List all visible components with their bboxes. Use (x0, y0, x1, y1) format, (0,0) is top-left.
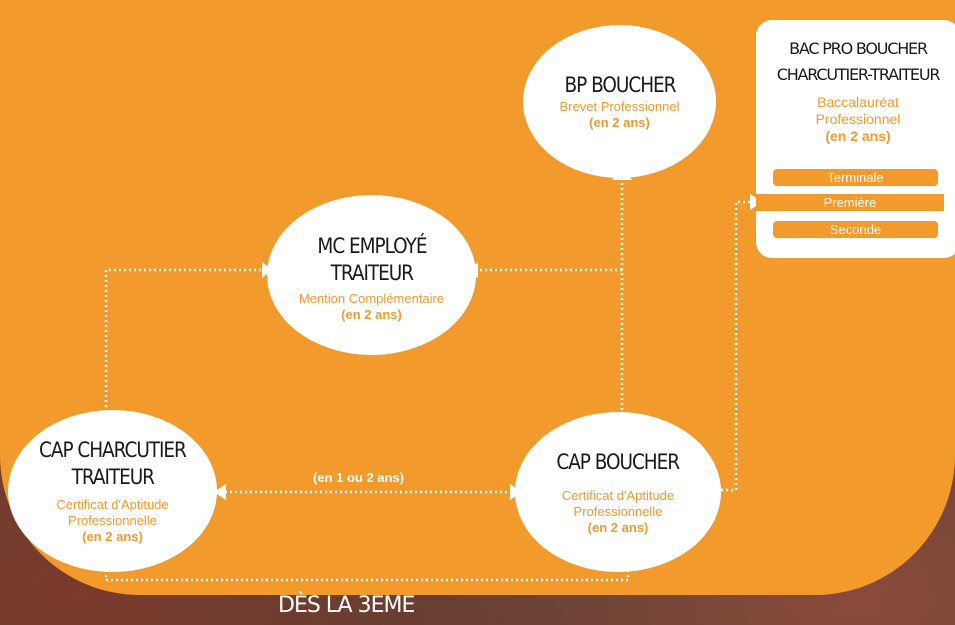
link-cap-charcutier-to-mc (104, 268, 262, 432)
node-mc-duration: (en 2 ans) (341, 307, 402, 322)
node-bac-pro-title-line1: BAC PRO BOUCHER (789, 39, 928, 58)
node-bp-boucher-duration: (en 2 ans) (589, 115, 650, 130)
node-bp-boucher-title: BP BOUCHER (564, 73, 676, 97)
node-bac-pro-subtitle-line2: Professionnel (815, 111, 901, 127)
level-terminale: Terminale (773, 169, 938, 186)
node-bp-boucher-subtitle: Brevet Professionnel (559, 99, 680, 114)
link-cap-boucher-to-mc (478, 268, 624, 420)
node-mc-title-line2: TRAITEUR (330, 261, 413, 285)
node-cap-charcutier-title-line2: TRAITEUR (71, 465, 154, 489)
node-mc-subtitle: Mention Complémentaire (298, 291, 445, 306)
arrow-into-cap-charcutier (214, 484, 226, 500)
node-cap-boucher-subtitle-line2: Professionnelle (573, 503, 663, 519)
node-cap-charcutier-title-line1: CAP CHARCUTIER (39, 438, 187, 462)
node-cap-charcutier-subtitle-line1: Certificat d'Aptitude (56, 497, 169, 512)
node-mc-employe-traiteur: MC EMPLOYÉ TRAITEUR Mention Complémentai… (267, 195, 476, 355)
node-bac-pro-subtitle-line1: Baccalauréat (817, 94, 899, 110)
node-bac-pro: BAC PRO BOUCHER CHARCUTIER-TRAITEUR Bacc… (756, 20, 955, 258)
footer-title: DÈS LA 3EME (278, 593, 415, 618)
node-cap-boucher-duration: (en 2 ans) (587, 519, 649, 535)
cap-to-cap-label: (en 1 ou 2 ans) (313, 470, 405, 485)
node-cap-charcutier-subtitle-line2: Professionnelle (68, 513, 157, 528)
node-bac-pro-title-line2: CHARCUTIER-TRAITEUR (776, 65, 941, 84)
node-cap-boucher-title: CAP BOUCHER (556, 449, 681, 474)
node-mc-title-line1: MC EMPLOYÉ (316, 234, 427, 258)
level-premiere: Première (756, 194, 944, 211)
node-bac-pro-duration: (en 2 ans) (825, 128, 891, 144)
node-cap-boucher: CAP BOUCHER Certificat d'Aptitude Profes… (515, 412, 721, 572)
node-cap-charcutier-traiteur: CAP CHARCUTIER TRAITEUR Certificat d'Apt… (8, 410, 217, 572)
node-bp-boucher: BP BOUCHER Brevet Professionnel (en 2 an… (523, 25, 716, 178)
node-cap-boucher-subtitle-line1: Certificat d'Aptitude (561, 487, 675, 503)
link-cap-boucher-to-bacpro (716, 200, 752, 492)
link-bottom-bracket (104, 560, 630, 582)
node-cap-charcutier-duration: (en 2 ans) (82, 529, 143, 544)
level-seconde: Seconde (773, 221, 938, 238)
